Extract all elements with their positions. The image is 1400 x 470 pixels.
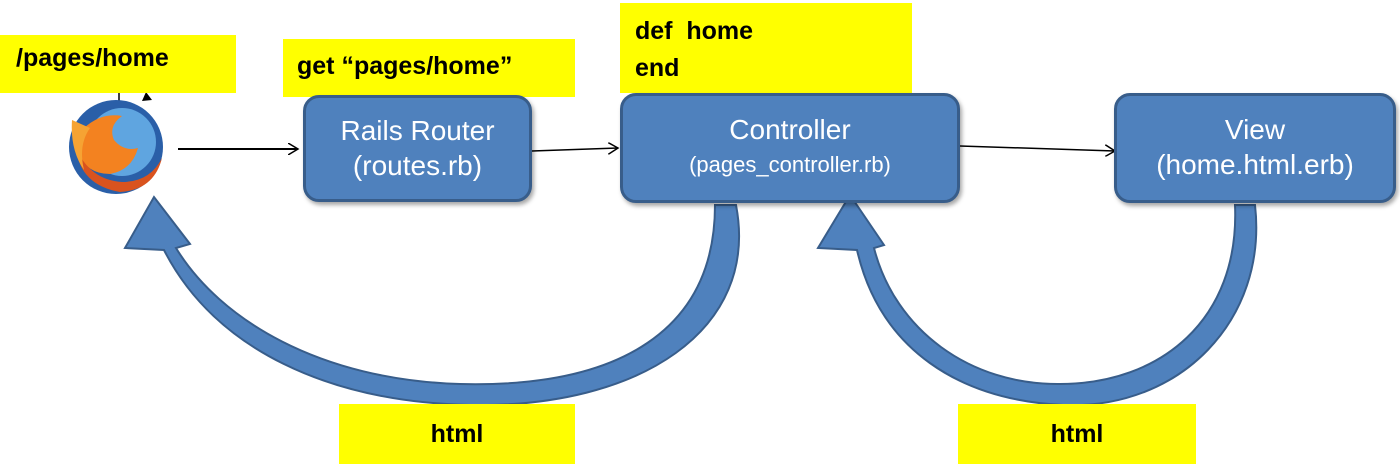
html-left-text: html	[430, 420, 484, 448]
return-arrow-view-to-controller	[816, 193, 1258, 407]
route-note: get “pages/home”	[283, 39, 575, 97]
view-subtitle: (home.html.erb)	[1156, 149, 1354, 180]
url-note: /pages/home	[0, 35, 236, 93]
firefox-browser-icon[interactable]	[62, 90, 172, 200]
controller-subtitle: (pages_controller.rb)	[689, 152, 891, 177]
router-title: Rails Router	[340, 114, 495, 146]
arrow-controller-to-view	[959, 146, 1115, 151]
rails-router-node[interactable]: Rails Router (routes.rb)	[303, 95, 532, 202]
html-right-text: html	[1050, 420, 1104, 448]
html-note-left: html	[339, 404, 575, 464]
controller-node[interactable]: Controller (pages_controller.rb)	[620, 93, 960, 203]
return-arrow-controller-to-browser	[123, 195, 741, 407]
html-note-right: html	[958, 404, 1196, 464]
url-text: /pages/home	[16, 44, 169, 72]
controller-code-note: def home end	[620, 3, 912, 93]
route-text: get “pages/home”	[297, 52, 513, 80]
controller-title: Controller	[729, 114, 851, 145]
router-subtitle: (routes.rb)	[352, 149, 483, 181]
arrow-router-to-controller	[531, 148, 618, 151]
code-line-def: def home	[635, 17, 754, 45]
view-node[interactable]: View (home.html.erb)	[1114, 93, 1396, 203]
view-title: View	[1224, 114, 1286, 145]
code-line-end: end	[635, 54, 680, 82]
